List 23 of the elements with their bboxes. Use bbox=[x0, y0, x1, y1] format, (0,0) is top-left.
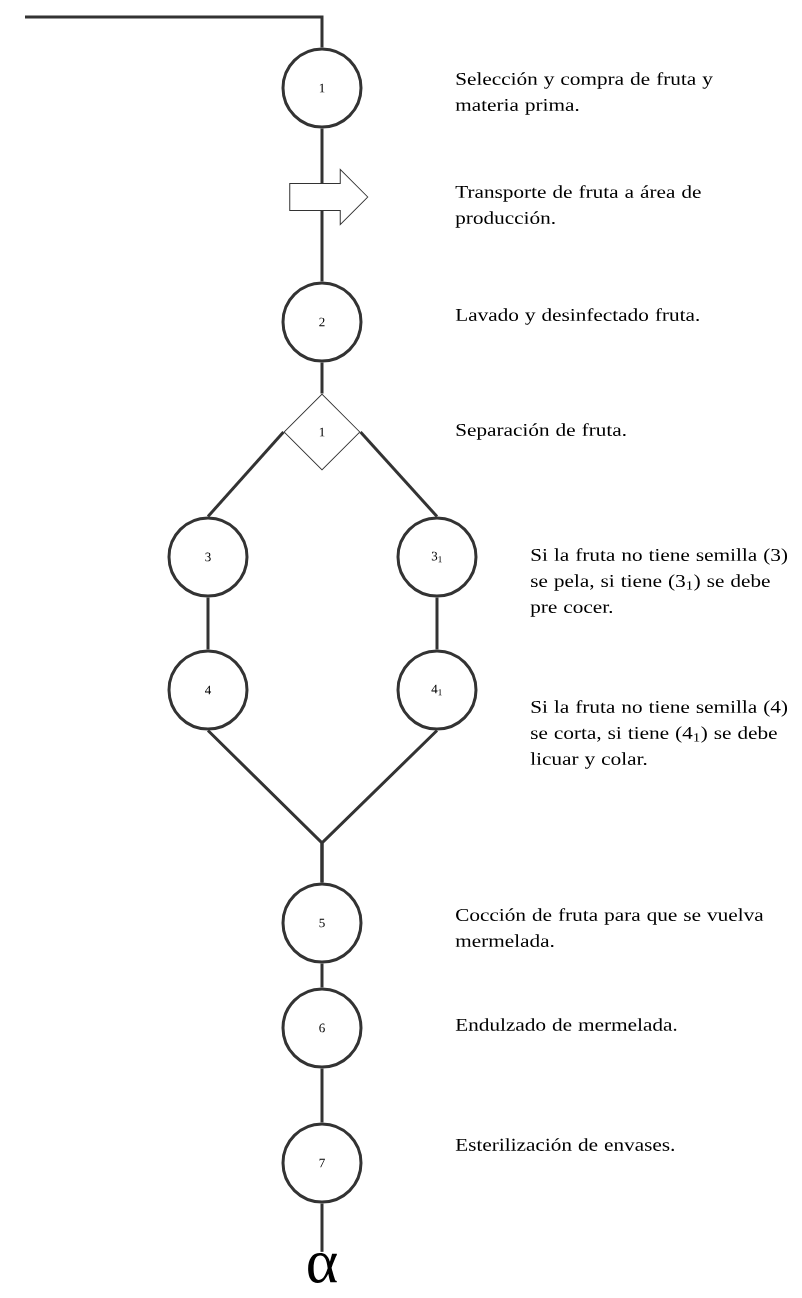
step-description: Separación de fruta. bbox=[456, 423, 626, 440]
connector-line bbox=[320, 729, 439, 883]
step-description: Selección y compra de fruta y materia prima. bbox=[455, 72, 713, 115]
connector-line bbox=[435, 597, 439, 650]
connector-line bbox=[320, 362, 324, 394]
connector-line bbox=[359, 431, 439, 518]
step-description: Transporte de fruta a área de producción. bbox=[455, 185, 701, 228]
connector-line bbox=[320, 963, 324, 988]
connector-line bbox=[206, 597, 210, 650]
connector-line bbox=[320, 1068, 324, 1123]
end-symbol: α bbox=[308, 1253, 337, 1283]
transport-arrow bbox=[289, 169, 369, 225]
step-description: Si la fruta no tiene semilla (4) se corta, si tiene (4$_{1}$) se debe licuar y colar. bbox=[530, 700, 788, 769]
step-description: Esterilización de envases. bbox=[455, 1138, 674, 1151]
connector-line bbox=[25, 15, 324, 48]
connector-line bbox=[320, 1203, 324, 1252]
step-description: Cocción de fruta para que se vuelva mermelada. bbox=[455, 908, 764, 948]
step-description: Lavado y desinfectado fruta. bbox=[455, 308, 699, 325]
connector-line bbox=[320, 211, 324, 282]
step-description: Si la fruta no tiene semilla (3) se pela, si tiene (3$_{1}$) se debe pre cocer. bbox=[530, 548, 788, 617]
step-description: Endulzado de mermelada. bbox=[455, 1018, 677, 1031]
connector-line bbox=[320, 128, 324, 183]
connector-line bbox=[206, 431, 285, 518]
